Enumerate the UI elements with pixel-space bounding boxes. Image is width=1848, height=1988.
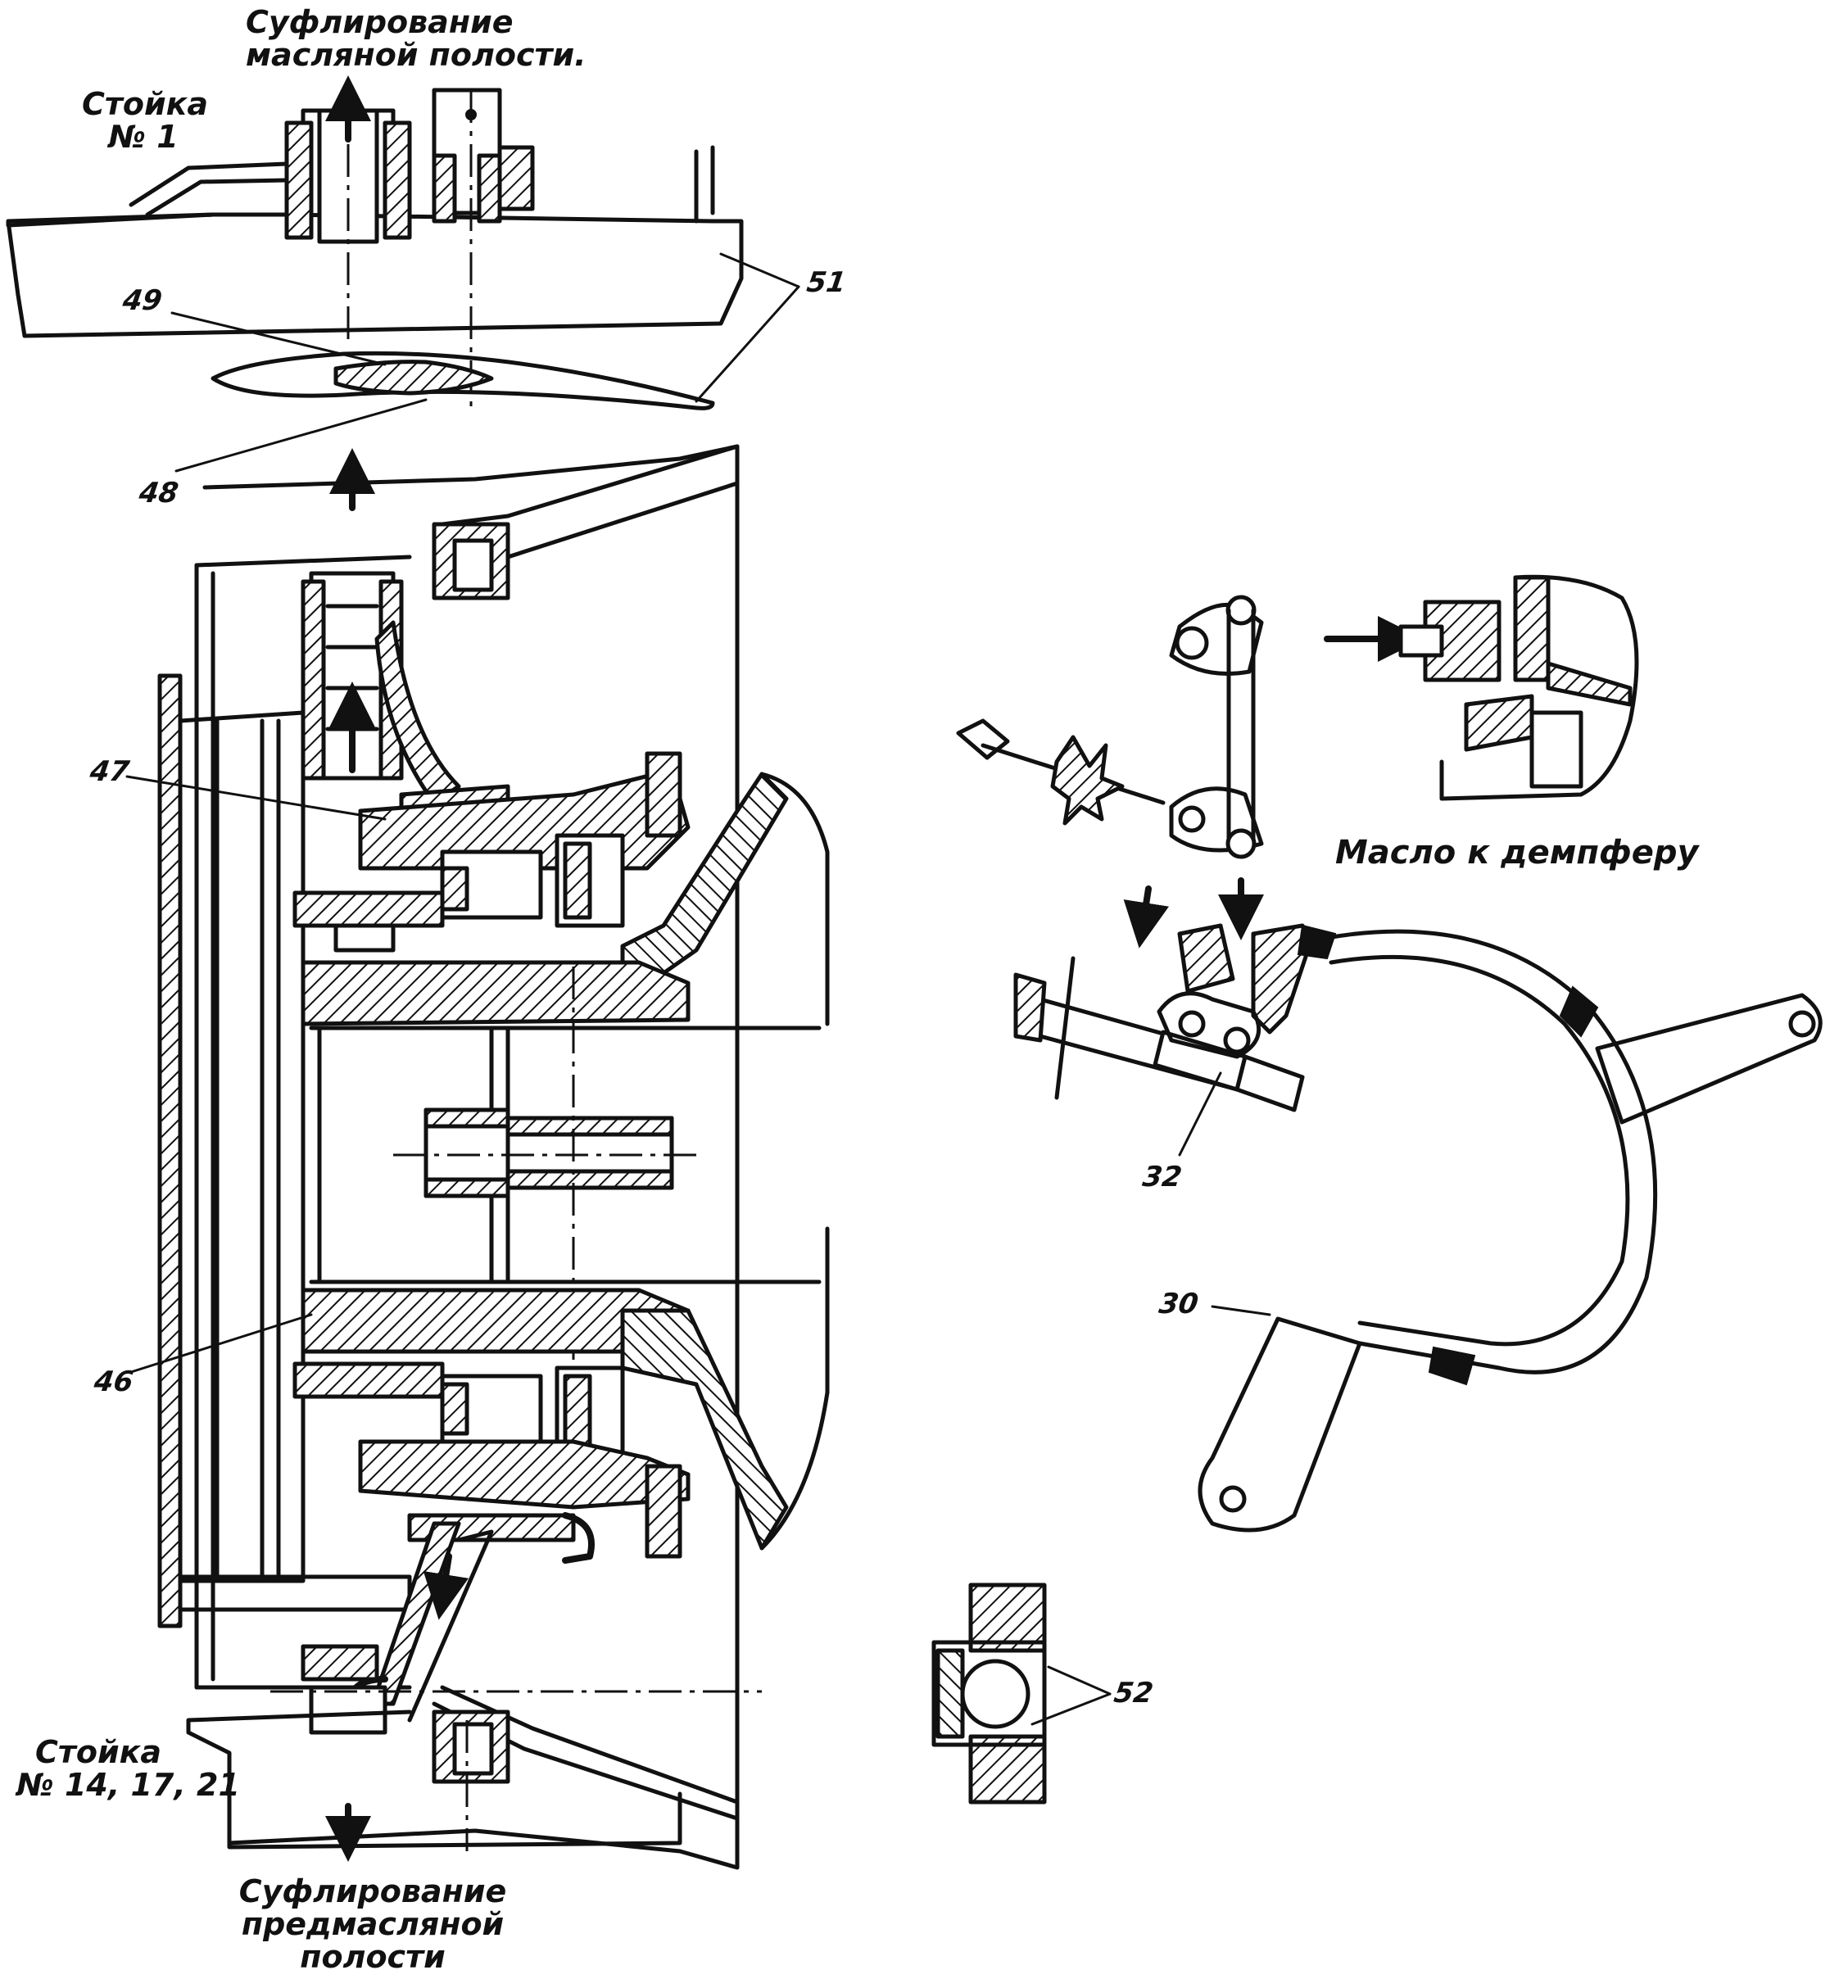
strut-1-label-line2: № 1 — [108, 118, 179, 155]
detail-52-section — [931, 1583, 1112, 1805]
part-number-46: 46 — [92, 1365, 136, 1398]
part-number-49: 49 — [120, 284, 165, 317]
strut-1-label: Стойка № 1 — [82, 86, 209, 155]
strut-bottom-label-line2: № 14, 17, 21 — [16, 1766, 240, 1803]
strut-1-label-line1: Стойка — [82, 86, 209, 122]
part-number-47: 47 — [88, 755, 132, 788]
strut-airfoil-section — [170, 252, 800, 473]
top-breather-caption-line1: Суфлирование — [246, 4, 514, 40]
part-number-51: 51 — [804, 266, 849, 299]
part-number-30: 30 — [1157, 1288, 1201, 1320]
leader-47 — [125, 775, 387, 821]
part-number-52: 52 — [1112, 1677, 1156, 1709]
strut-bottom-label: Стойка № 14, 17, 21 — [16, 1734, 240, 1803]
bottom-breather-caption: Суфлирование предмасляной полости — [238, 1873, 508, 1975]
part-number-32: 32 — [1140, 1161, 1184, 1193]
bottom-breather-caption-line1: Суфлирование — [238, 1873, 507, 1909]
strut-1-section — [6, 75, 744, 410]
leader-46 — [129, 1313, 313, 1374]
linkage-mechanism — [956, 574, 1823, 1533]
part-number-48: 48 — [137, 477, 181, 509]
rear-support-assembly — [157, 444, 830, 1870]
oil-to-damper-label: Масло к демпферу — [1335, 834, 1699, 872]
top-breather-caption-line2: масляной полости. — [246, 36, 587, 73]
bottom-breather-caption-line2: предмасляной — [241, 1905, 505, 1942]
strut-bottom-label-line1: Стойка — [34, 1734, 162, 1770]
top-breather-caption: Суфлирование масляной полости. — [246, 4, 587, 73]
bottom-breather-caption-line3: полости — [300, 1938, 446, 1975]
